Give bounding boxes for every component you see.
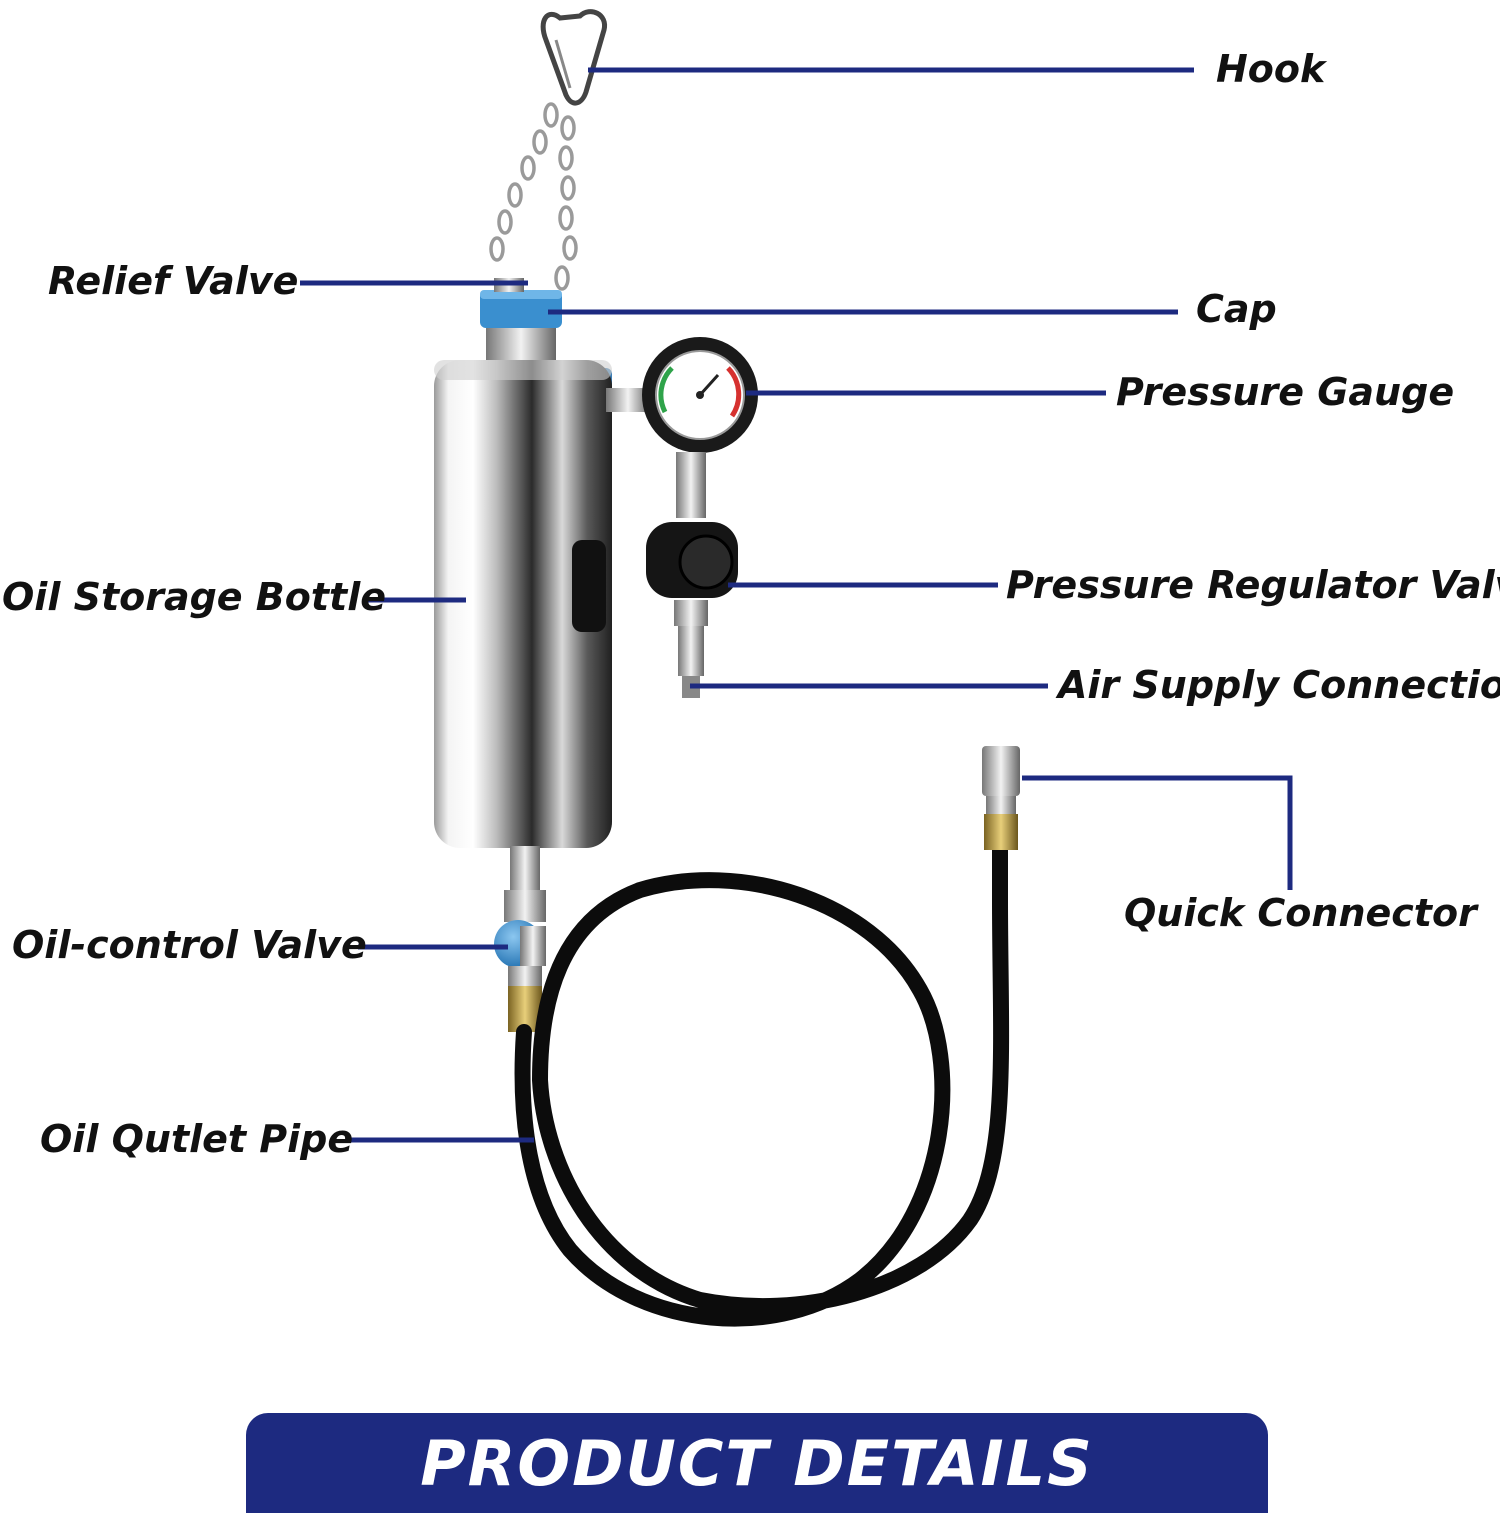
label-hook: Hook — [1216, 50, 1325, 88]
leader-quick-connector — [1022, 778, 1290, 890]
label-oil-control-valve: Oil-control Valve — [12, 926, 367, 964]
label-pressure-regulator-valve: Pressure Regulator Valve — [1006, 566, 1500, 604]
label-relief-valve: Relief Valve — [48, 262, 298, 300]
air-supply-connection-illustration — [674, 600, 708, 698]
label-oil-outlet-pipe: Oil Qutlet Pipe — [40, 1120, 353, 1158]
pressure-gauge-illustration — [642, 337, 758, 453]
label-cap: Cap — [1196, 290, 1277, 328]
pressure-regulator-valve-illustration — [646, 522, 738, 598]
quick-connector-illustration — [982, 746, 1020, 850]
oil-outlet-pipe-illustration — [523, 850, 1002, 1319]
oil-control-valve-illustration — [494, 846, 546, 1032]
label-pressure-gauge: Pressure Gauge — [1116, 373, 1454, 411]
label-oil-storage-bottle: Oil Storage Bottle — [2, 578, 386, 616]
label-air-supply-connection: Air Supply Connection — [1058, 666, 1500, 704]
regulator-stem — [676, 452, 706, 518]
oil-storage-bottle-illustration — [434, 360, 612, 848]
label-quick-connector: Quick Connector — [1124, 894, 1477, 932]
cap-illustration — [480, 278, 562, 362]
product-details-banner: PRODUCT DETAILS — [246, 1413, 1268, 1513]
hook-illustration — [543, 12, 604, 103]
banner-title: PRODUCT DETAILS — [246, 1427, 1268, 1500]
